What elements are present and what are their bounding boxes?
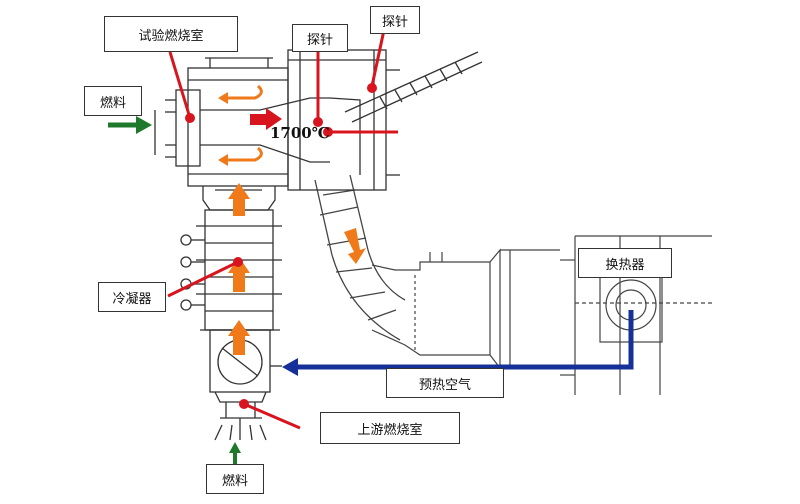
label-condenser: 冷凝器	[98, 282, 166, 312]
test-combustion-chamber	[154, 49, 400, 191]
label-upstream-chamber: 上游燃烧室	[320, 412, 460, 444]
preheated-air-line	[282, 310, 634, 376]
temperature-label: 1700℃	[270, 124, 330, 142]
flow-arrow-duct	[344, 228, 366, 264]
probe-rod	[344, 51, 483, 123]
recirculation-arrows	[218, 84, 263, 166]
label-test-chamber: 试验燃烧室	[104, 16, 238, 52]
fuel-arrow-bottom	[229, 442, 241, 465]
label-fuel-left: 燃料	[84, 86, 142, 116]
fuel-arrow-left	[108, 116, 152, 134]
label-preheated-air: 预热空气	[386, 368, 504, 398]
flow-arrow-upstream	[228, 320, 250, 355]
flow-arrow-cone	[228, 183, 250, 216]
exhaust-duct	[371, 248, 560, 370]
label-heat-exchanger: 换热器	[578, 248, 672, 278]
curved-duct	[314, 174, 406, 341]
label-probe-1: 探针	[292, 24, 348, 52]
main-flow-arrow	[250, 108, 282, 130]
leader-dots	[185, 83, 377, 409]
label-probe-2: 探针	[370, 6, 420, 34]
label-fuel-bottom: 燃料	[206, 464, 264, 494]
leader-lines	[167, 29, 398, 430]
flow-arrows	[228, 183, 366, 355]
